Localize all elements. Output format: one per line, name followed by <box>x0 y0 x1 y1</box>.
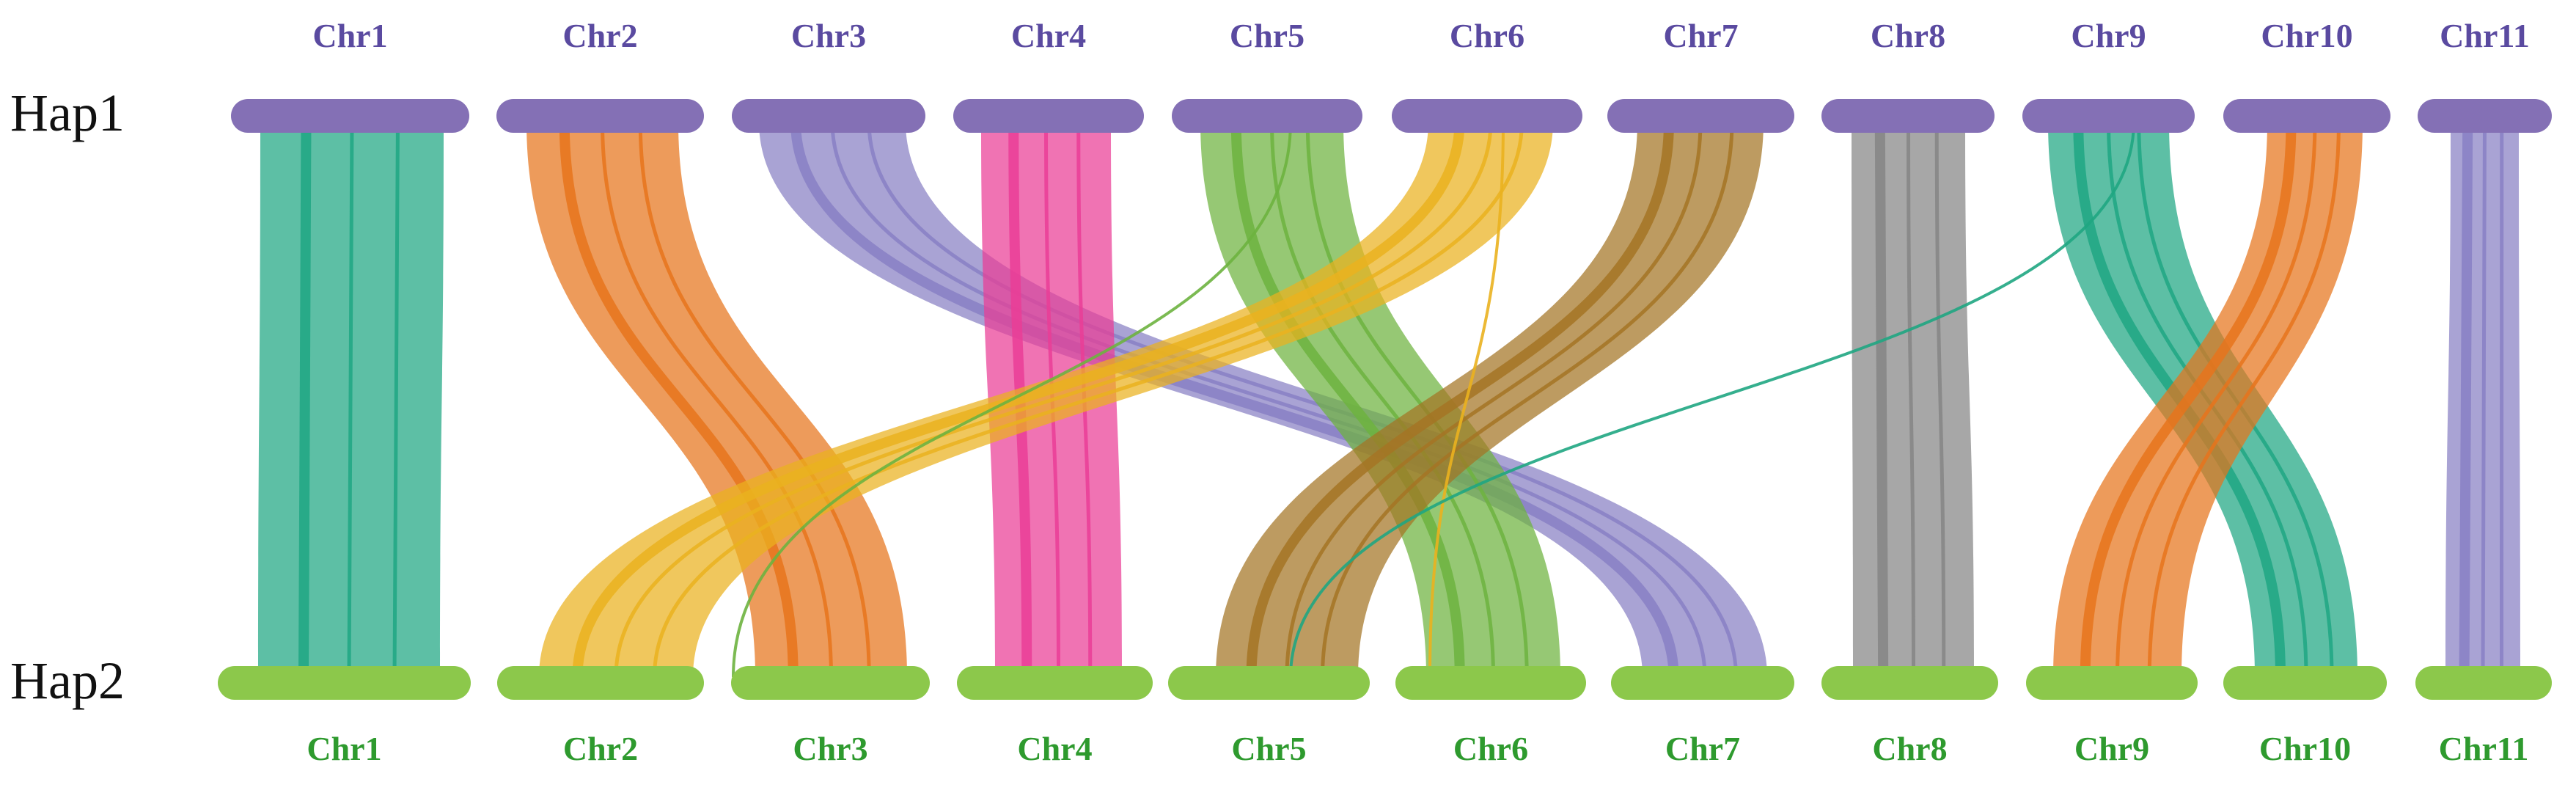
synteny-strand <box>638 121 871 678</box>
hap2-chromosome-label: Chr8 <box>1872 730 1947 767</box>
synteny-strand <box>2080 121 2297 678</box>
synteny-strand <box>2481 121 2487 678</box>
hap2-chromosome-label: Chr5 <box>1231 730 1306 767</box>
synteny-strand <box>614 121 1493 678</box>
minor-synteny-link <box>1428 121 1505 678</box>
synteny-strand <box>601 121 833 678</box>
hap1-chromosome-label: Chr11 <box>2440 17 2530 54</box>
synteny-ribbons <box>258 121 2520 678</box>
hap2-chromosome-bar <box>1821 666 1998 700</box>
synteny-strand <box>867 121 1738 678</box>
hap1-chromosome-bar <box>1172 99 1362 133</box>
synteny-strand <box>2147 121 2341 678</box>
minor-synteny-link <box>1289 121 2135 678</box>
hap2-chromosome-label: Chr10 <box>2259 730 2351 767</box>
hap1-chromosome-bar <box>1607 99 1794 133</box>
synteny-strand <box>572 121 1465 678</box>
hap2-chromosome-bar <box>1395 666 1586 700</box>
synteny-strand <box>1907 121 1915 678</box>
synteny-strand <box>1874 121 1889 678</box>
hap2-chromosome-bar <box>2026 666 2198 700</box>
hap2-chromosome-label: Chr1 <box>307 730 381 767</box>
hap1-chromosome-label: Chr1 <box>312 17 387 54</box>
synteny-ribbon <box>539 122 1553 677</box>
hap2-chromosome-bar <box>218 666 471 700</box>
hap1-chromosome-bar <box>732 99 925 133</box>
hap1-chromosome-label: Chr6 <box>1450 17 1524 54</box>
minor-synteny-link <box>732 121 1292 678</box>
synteny-strand <box>1321 121 1734 678</box>
hap2-chromosome-bar <box>1611 666 1794 700</box>
hap2-chromosome-label: Chr2 <box>563 730 638 767</box>
synteny-strand <box>830 121 1707 678</box>
synteny-strand <box>1305 121 1529 678</box>
hap2-chromosome-bar <box>957 666 1153 700</box>
chromosome-bars <box>218 99 2552 700</box>
hap2-chromosome-label: Chr4 <box>1017 730 1092 767</box>
hap1-chromosome-label: Chr2 <box>562 17 637 54</box>
hap2-chromosome-bar <box>1168 666 1370 700</box>
hap2-chromosome-bar <box>2223 666 2387 700</box>
synteny-strand <box>2459 121 2473 678</box>
synteny-strand <box>347 121 354 678</box>
hap2-label: Hap2 <box>10 651 125 710</box>
synteny-strand <box>2116 121 2317 678</box>
synteny-strand <box>1230 121 1465 678</box>
hap2-chromosome-bar <box>497 666 704 700</box>
synteny-strand <box>1246 121 1674 678</box>
hap2-chromosome-label: Chr7 <box>1665 730 1740 767</box>
synteny-strand <box>653 121 1524 678</box>
hap1-chromosome-bar <box>2418 99 2552 133</box>
hap1-chromosome-bar <box>2223 99 2390 133</box>
hap1-chromosome-label: Chr3 <box>791 17 866 54</box>
hap1-chromosome-bar <box>231 99 469 133</box>
synteny-strand <box>559 121 799 678</box>
synteny-strand <box>392 121 400 678</box>
synteny-strand <box>790 121 1679 678</box>
hap1-chromosome-label: Chr10 <box>2261 17 2352 54</box>
synteny-strand <box>298 121 312 678</box>
synteny-strand <box>1270 121 1495 678</box>
synteny-ribbon <box>2053 122 2363 677</box>
hap1-chromosome-bar <box>2022 99 2195 133</box>
hap1-label: Hap1 <box>10 84 125 142</box>
hap1-chromosome-label: Chr5 <box>1230 17 1304 54</box>
hap1-chromosome-label: Chr9 <box>2071 17 2146 54</box>
hap1-chromosome-label: Chr4 <box>1011 17 1086 54</box>
hap2-chromosome-bar <box>2415 666 2552 700</box>
hap2-chromosome-label: Chr11 <box>2439 730 2529 767</box>
synteny-strand <box>1285 121 1703 678</box>
hap1-chromosome-bar <box>953 99 1144 133</box>
synteny-strand <box>1934 121 1946 678</box>
hap1-chromosome-bar <box>496 99 704 133</box>
hap1-chromosome-bar <box>1821 99 1995 133</box>
hap2-chromosome-label: Chr3 <box>793 730 867 767</box>
hap1-chromosome-label: Chr7 <box>1663 17 1738 54</box>
hap2-chromosome-label: Chr6 <box>1453 730 1528 767</box>
hap2-chromosome-label: Chr9 <box>2074 730 2149 767</box>
hap1-chromosome-label: Chr8 <box>1871 17 1945 54</box>
hap1-chromosome-bar <box>1392 99 1582 133</box>
hap2-chromosome-bar <box>731 666 930 700</box>
